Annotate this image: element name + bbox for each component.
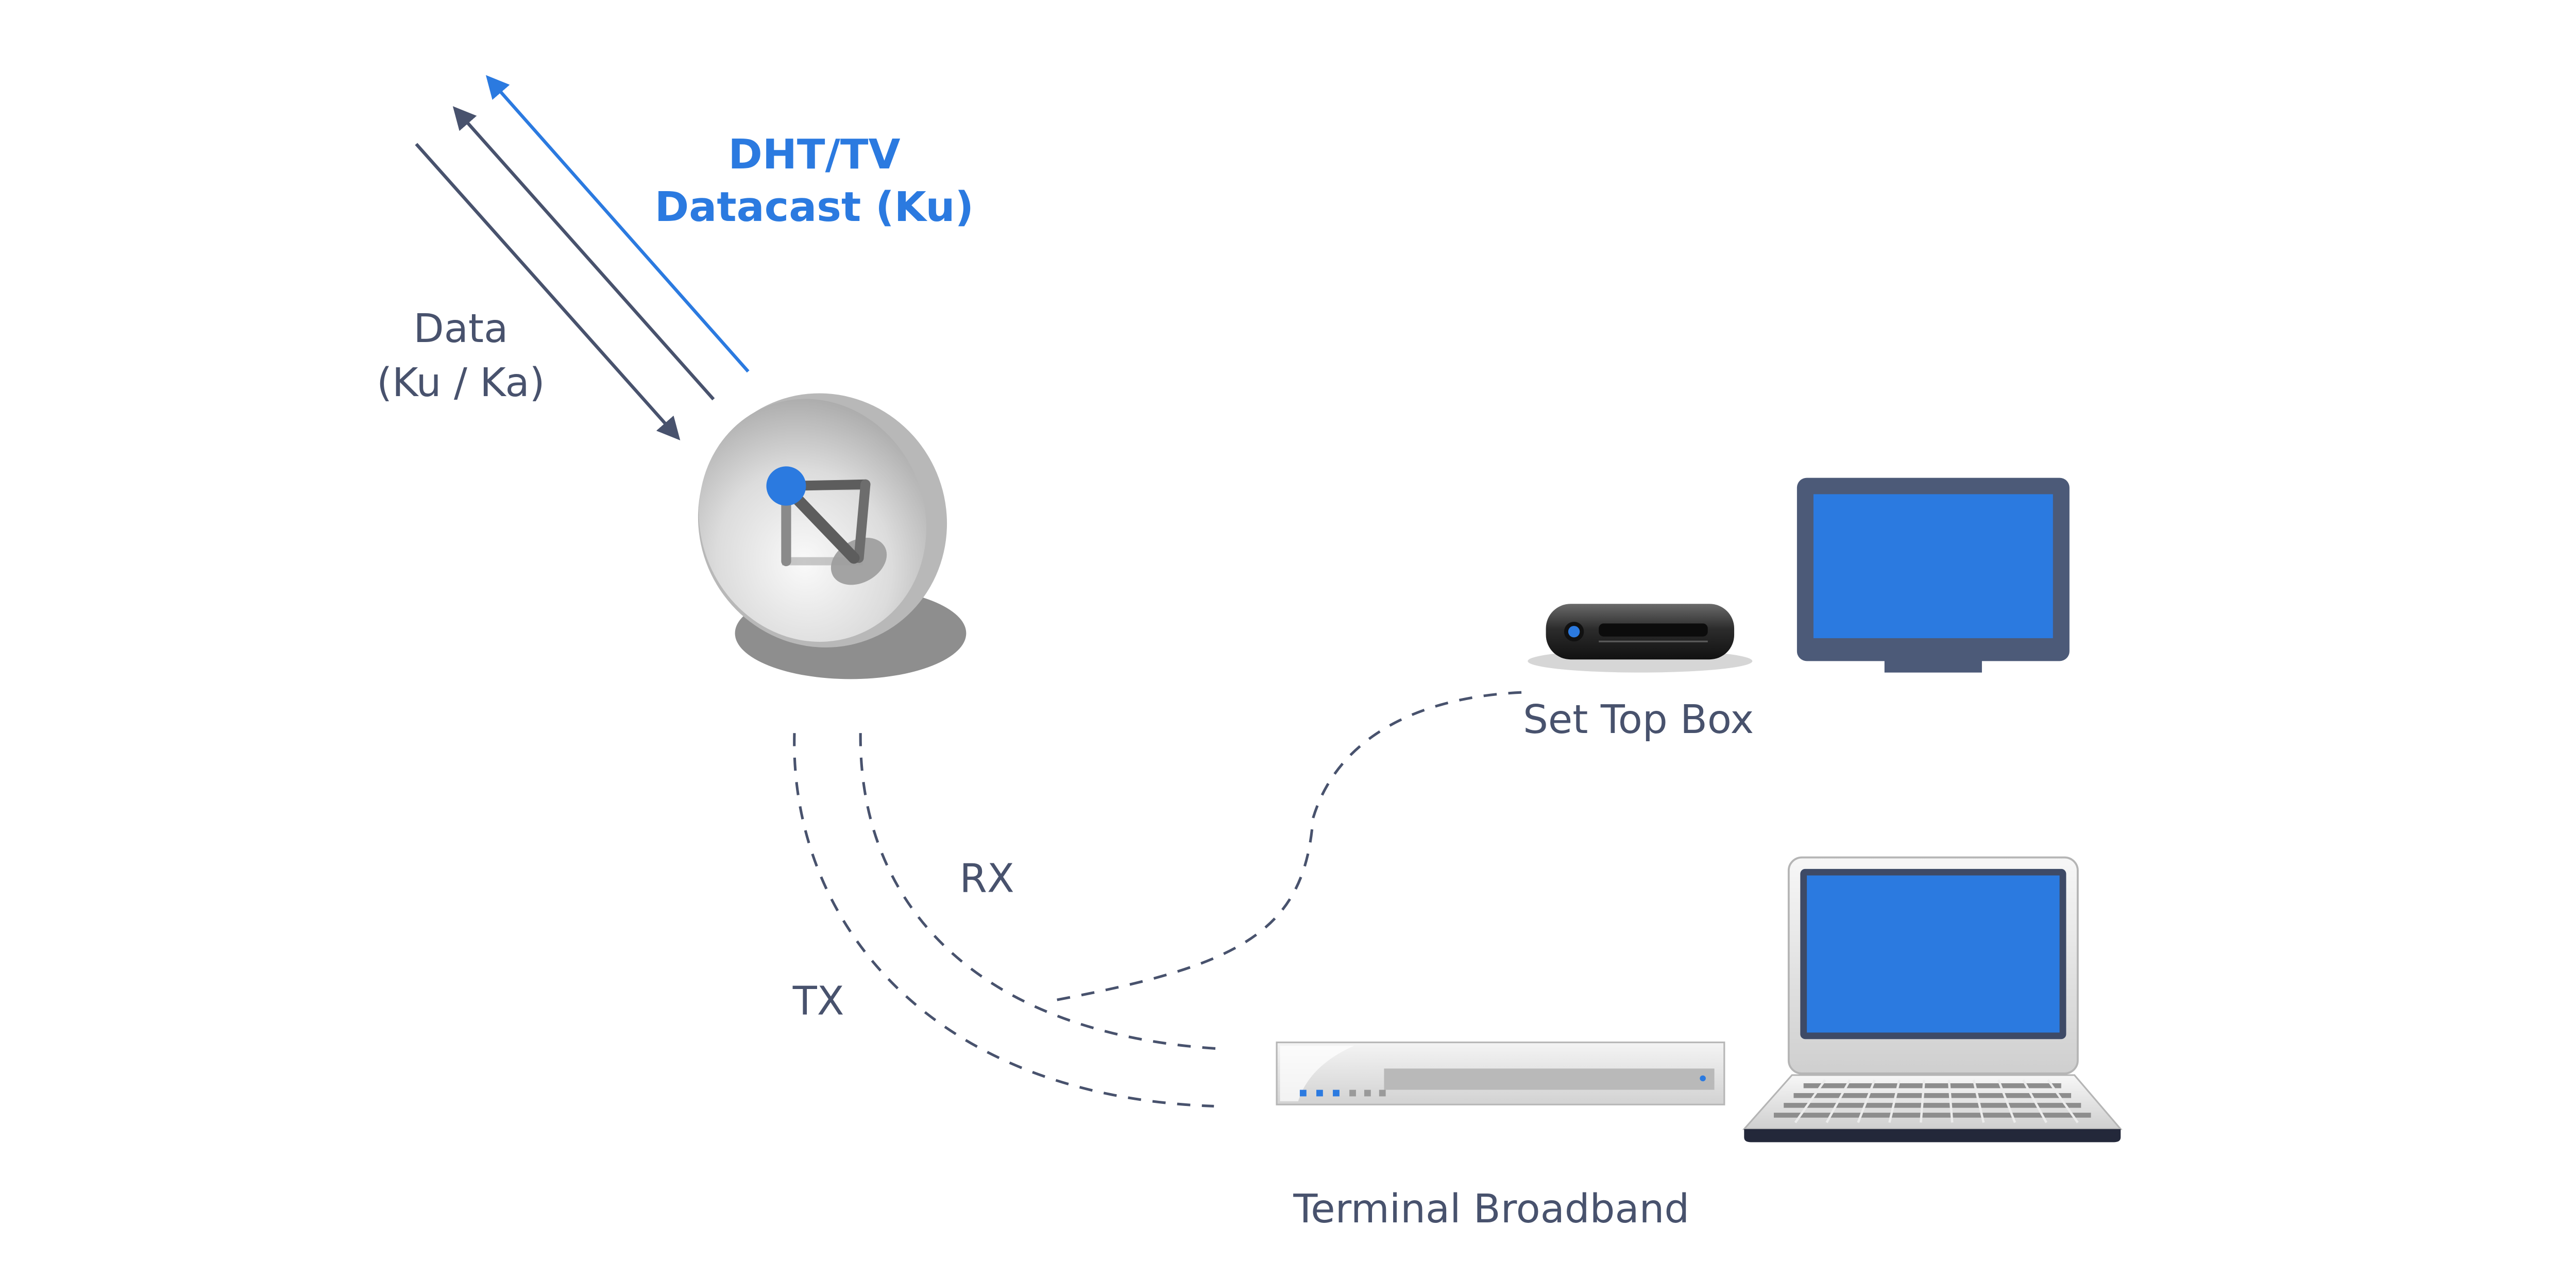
satellite-dish-icon (698, 393, 967, 679)
tx-label: TX (792, 979, 844, 1025)
dht-tv-datacast-arrow (485, 75, 750, 373)
tv-monitor-icon (1797, 478, 2070, 673)
terminal-broadband-label: Terminal Broadband (1293, 1186, 1689, 1232)
rx-label: RX (960, 856, 1014, 902)
signal-arrows (415, 75, 750, 440)
rx-cable (859, 733, 1223, 1050)
laptop-icon (1742, 856, 2123, 1143)
tx-cable (793, 733, 1214, 1107)
set-top-box-label: Set Top Box (1523, 697, 1754, 743)
downlink-data-arrow (415, 143, 681, 440)
connection-lines (793, 691, 1528, 1107)
datacast-ku-label: Datacast (Ku) (655, 183, 974, 231)
broadband-terminal-icon (1276, 1041, 1725, 1105)
set-top-box-icon (1528, 604, 1753, 673)
ku-ka-label: (Ku / Ka) (377, 360, 545, 406)
dht-tv-label: DHT/TV (728, 131, 900, 179)
uplink-data-arrow (452, 106, 715, 401)
data-label: Data (414, 306, 509, 352)
set-top-box-cable (1057, 691, 1528, 1001)
